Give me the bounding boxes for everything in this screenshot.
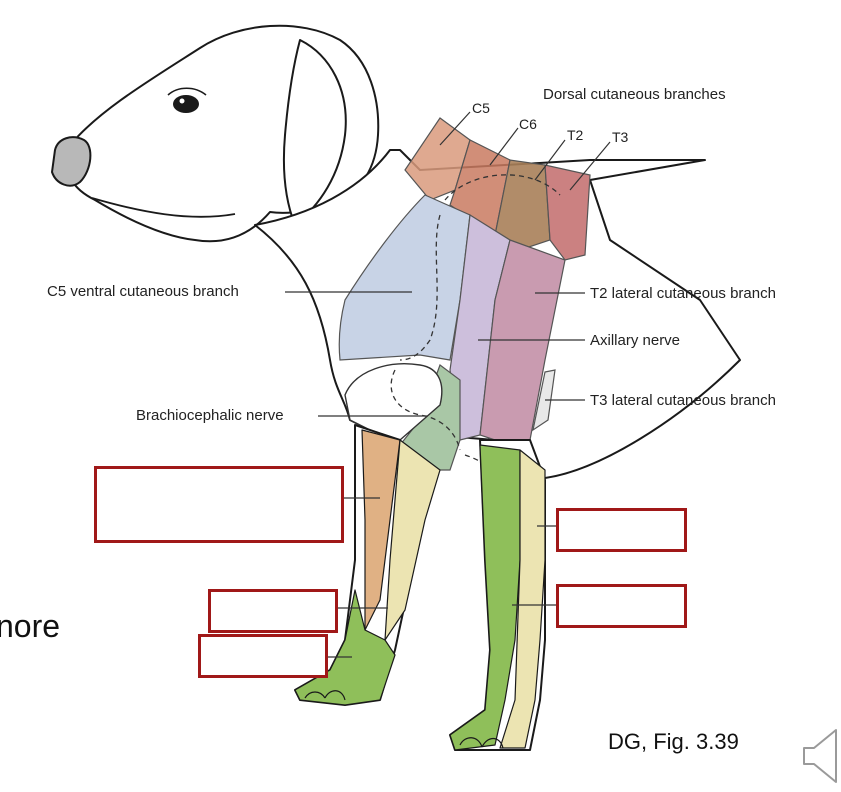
foreleg-right [449,439,546,751]
leader-c6 [489,127,519,166]
zone-ulnar-left [384,439,441,641]
label-c6: C6 [519,116,537,132]
speaker-icon[interactable] [800,726,840,786]
answer-box-4 [556,584,687,628]
zone-t3-dorsal [544,164,591,261]
label-t2-lateral: T2 lateral cutaneous branch [590,285,776,302]
leader-c5 [439,111,471,146]
label-t3-lateral: T3 lateral cutaneous branch [590,392,776,409]
dog-mouth [91,197,236,218]
label-axillary-nerve: Axillary nerve [590,332,681,349]
label-dorsal-cutaneous-branches: Dorsal cutaneous branches [543,86,726,103]
right-paw-toes [459,737,504,749]
zone-c5-ventral [338,194,471,361]
slide-partial-text: nore [0,608,61,644]
answer-box-5 [198,634,328,678]
dashed-boundaries [390,174,561,491]
dog-nose [50,136,92,187]
zone-t3-lateral [532,369,556,432]
label-c5: C5 [472,100,490,116]
zone-shoulder-unshaded [344,363,443,441]
leader-t2 [534,139,566,181]
foreleg-left [294,424,441,706]
label-brachiocephalic-nerve: Brachiocephalic nerve [136,407,284,424]
leader-lines [285,111,611,658]
label-c5-ventral: C5 ventral cutaneous branch [47,283,239,300]
dog-eye [167,87,207,113]
label-t2: T2 [567,127,584,143]
answer-box-1 [94,466,344,543]
figure-citation: DG, Fig. 3.39 [608,729,739,754]
zone-ulnar-right [499,449,546,749]
left-paw-toes [304,690,346,701]
answer-box-2 [556,508,687,552]
answer-box-3 [208,589,338,633]
label-t3: T3 [612,129,629,145]
leader-t3 [569,141,611,191]
